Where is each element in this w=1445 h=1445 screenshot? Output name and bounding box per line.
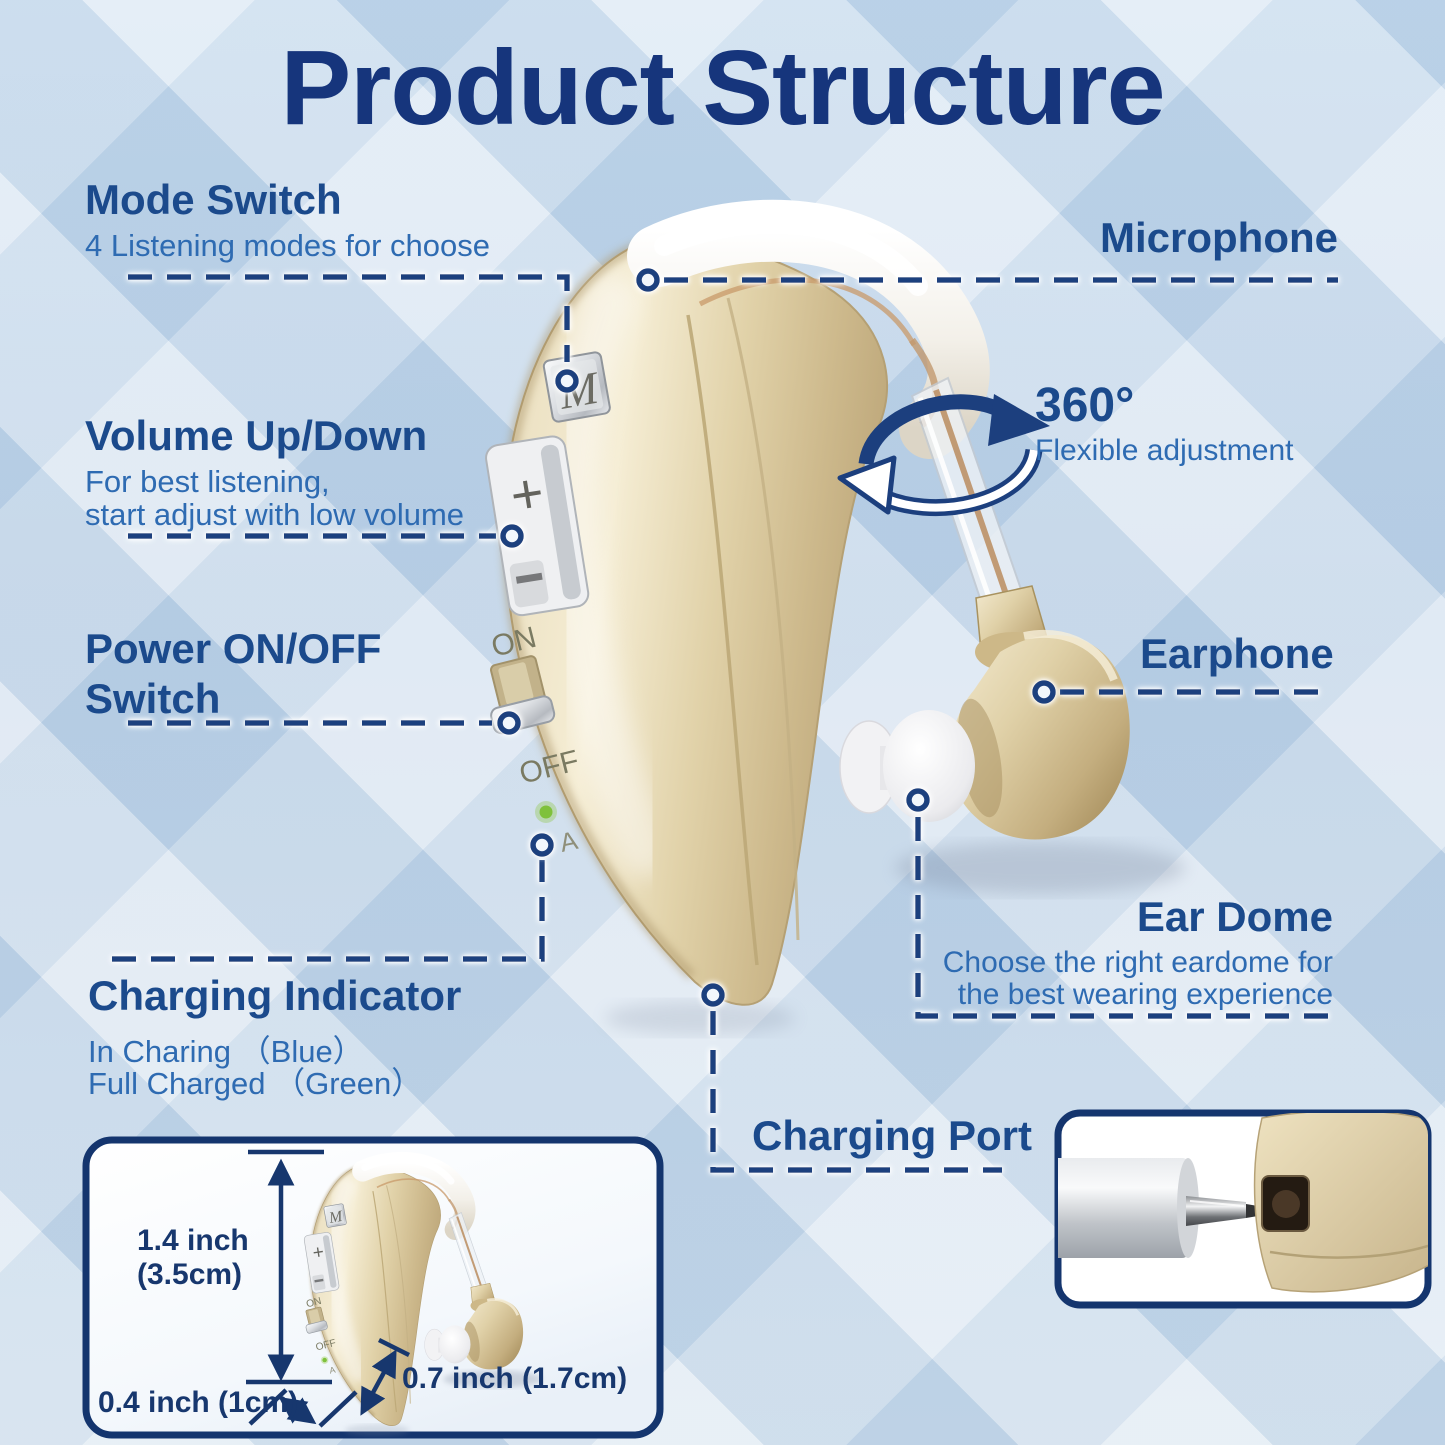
label-mode-switch-sub: 4 Listening modes for choose <box>85 228 490 263</box>
rotation-arrows-icon <box>837 394 1050 516</box>
label-power-line2: Switch <box>85 675 221 722</box>
annotation-lines <box>112 274 1340 1173</box>
label-ear-dome-sub2: the best wearing experience <box>957 978 1333 1011</box>
page-title: Product Structure <box>280 29 1165 147</box>
label-charging-port: Charging Port <box>752 1112 1032 1159</box>
label-volume: Volume Up/Down <box>85 412 428 459</box>
mode-switch-line <box>128 274 570 362</box>
charging-port-line <box>710 1011 1002 1173</box>
annotation-endpoints <box>497 268 1056 1007</box>
dim-height-inch: 1.4 inch <box>137 1224 249 1257</box>
label-ear-dome: Ear Dome <box>1136 893 1333 940</box>
label-earphone: Earphone <box>1140 630 1334 677</box>
charging-plug-illustration <box>1058 1113 1428 1293</box>
label-charging-indicator-sub2: Full Charged （Green） <box>88 1066 423 1101</box>
dim-height-cm: (3.5cm) <box>137 1258 243 1291</box>
charging-indicator-line <box>112 860 545 962</box>
label-power-line1: Power ON/OFF <box>85 625 382 672</box>
label-360-sub: Flexible adjustment <box>1035 434 1294 467</box>
dim-depth: 0.7 inch (1.7cm) <box>402 1362 628 1395</box>
label-volume-sub1: For best listening, <box>85 464 330 499</box>
label-volume-sub2: start adjust with low volume <box>85 497 465 532</box>
dim-width: 0.4 inch (1cm) <box>98 1386 299 1419</box>
ear-dome-line <box>915 817 1340 1019</box>
label-microphone: Microphone <box>1100 214 1338 261</box>
dimension-arrows <box>246 1149 411 1428</box>
label-mode-switch: Mode Switch <box>85 176 342 223</box>
label-charging-indicator-sub1: In Charing （Blue） <box>88 1034 364 1069</box>
label-360: 360° <box>1035 379 1135 432</box>
label-charging-indicator: Charging Indicator <box>88 972 462 1019</box>
label-ear-dome-sub1: Choose the right eardome for <box>942 946 1333 979</box>
